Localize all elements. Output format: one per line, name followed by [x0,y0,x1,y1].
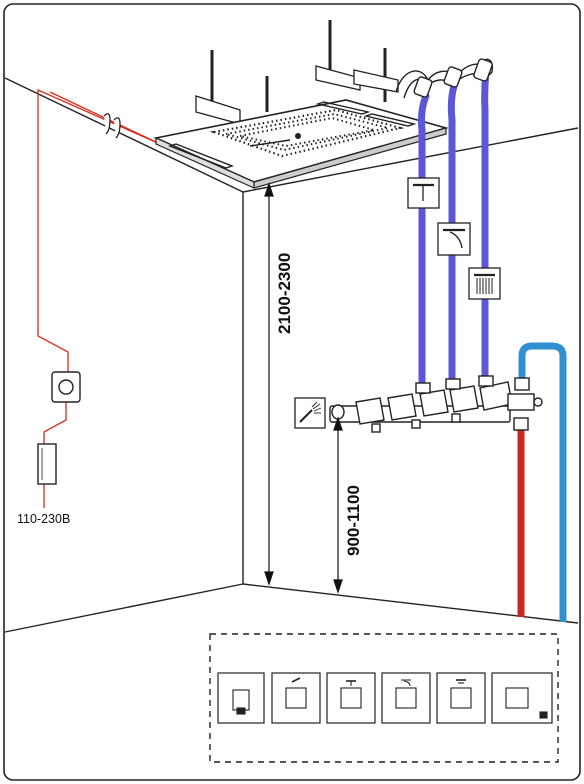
waterfall-icon [437,222,471,256]
ceiling-shower-head [153,20,449,189]
wire-break-mark [103,113,121,139]
cold-supply-pipe [518,342,567,622]
curtain-spray-icon [436,672,486,724]
control-panel-frame [209,633,559,763]
mixer-height-dimension-line [333,416,343,594]
thermostatic-mixer [329,375,543,433]
electrical-wiring [37,89,161,508]
top-rain-icon [407,177,440,209]
flexible-hoses [395,58,494,99]
hand-shower-icon [294,397,326,429]
ceiling-height-label: 2100-2300 [275,252,294,334]
curtain-spray-icon [468,267,501,300]
power-box-icon [217,672,265,724]
hand-shower-icon [271,672,321,724]
control-panel-tile-details [232,677,548,719]
room-lines [4,77,579,633]
voltage-label: 110-230B [17,512,71,526]
rain-shower-icon [326,672,376,724]
ceiling-height-dimension-line [264,182,274,586]
power-supply-box [37,443,57,485]
wall-switch [51,371,81,403]
mixer-height-label: 900-1100 [344,485,363,556]
